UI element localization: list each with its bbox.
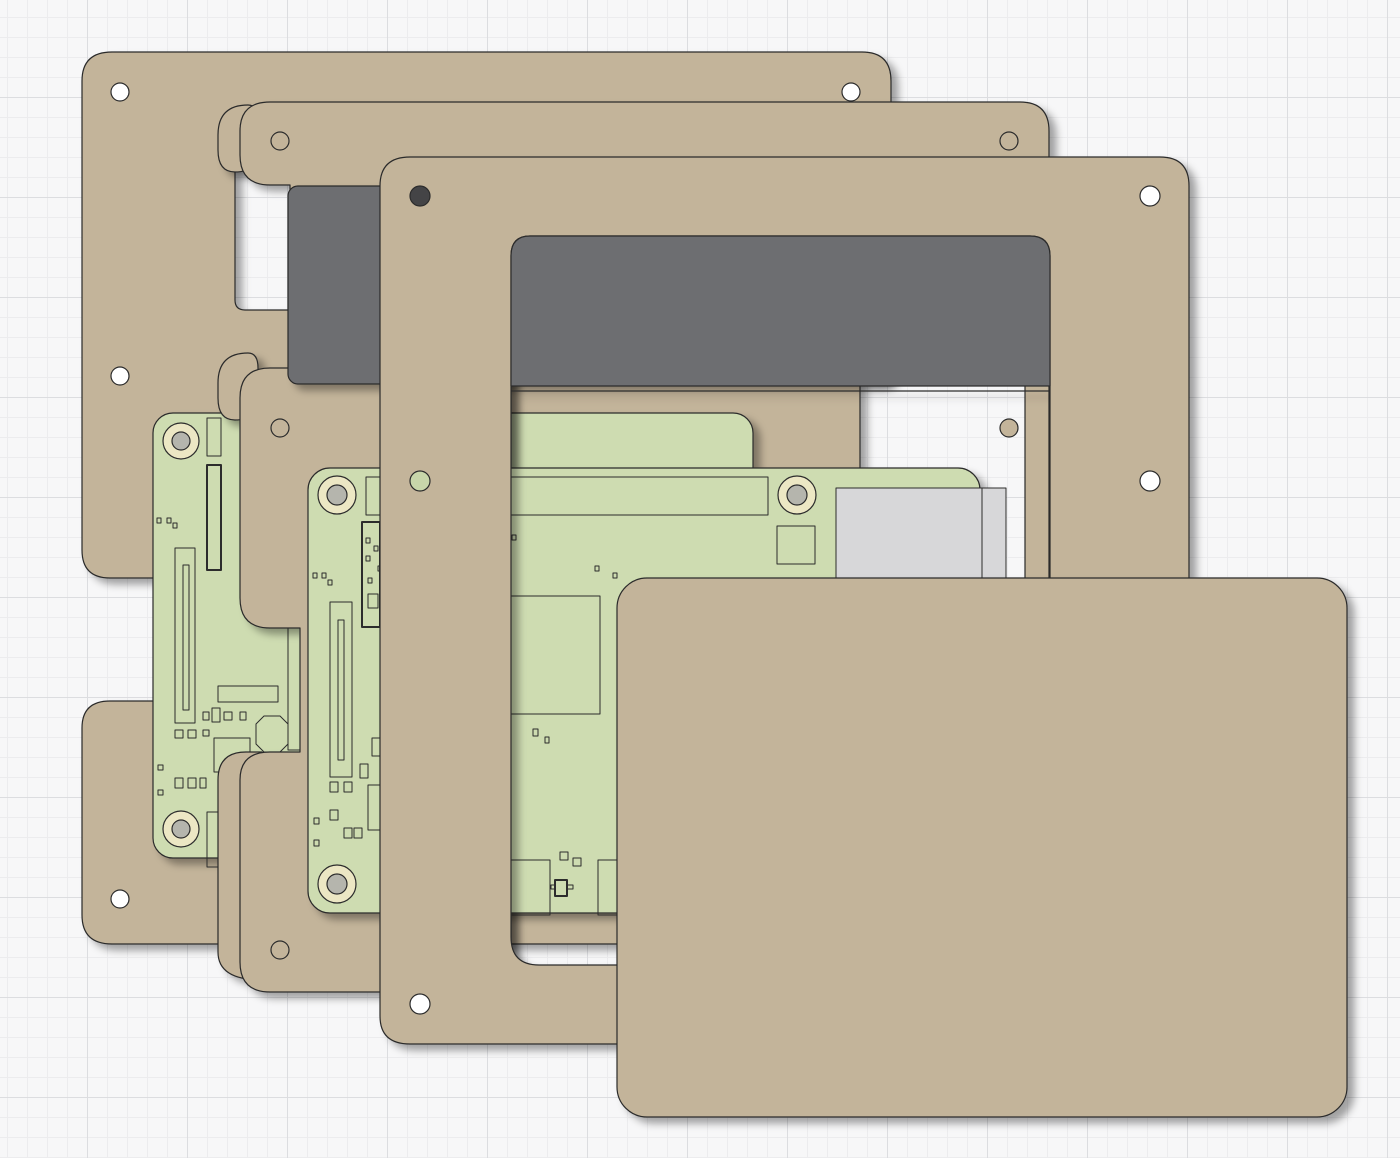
front-cover-plate [616, 577, 1348, 1118]
mount-hole-icon [409, 185, 431, 207]
usb-port [835, 487, 1007, 581]
mount-hole-icon [110, 366, 130, 386]
mount-hole-icon [171, 431, 191, 451]
mount-hole-icon [171, 819, 191, 839]
mount-hole-icon [999, 131, 1019, 151]
mount-hole-icon [841, 82, 861, 102]
mount-hole-icon [326, 873, 348, 895]
mount-hole-icon [270, 940, 290, 960]
mount-hole-icon [110, 82, 130, 102]
mount-hole-icon [1139, 185, 1161, 207]
mount-hole-icon [1139, 470, 1161, 492]
mount-hole-icon [999, 418, 1019, 438]
mount-hole-icon [110, 889, 130, 909]
frame-window [510, 235, 1051, 387]
mount-hole-icon [326, 484, 348, 506]
mount-hole-icon [270, 418, 290, 438]
mount-hole-icon [270, 131, 290, 151]
mount-hole-icon [409, 993, 431, 1015]
mount-hole-icon [786, 484, 808, 506]
mount-hole-icon [409, 470, 431, 492]
